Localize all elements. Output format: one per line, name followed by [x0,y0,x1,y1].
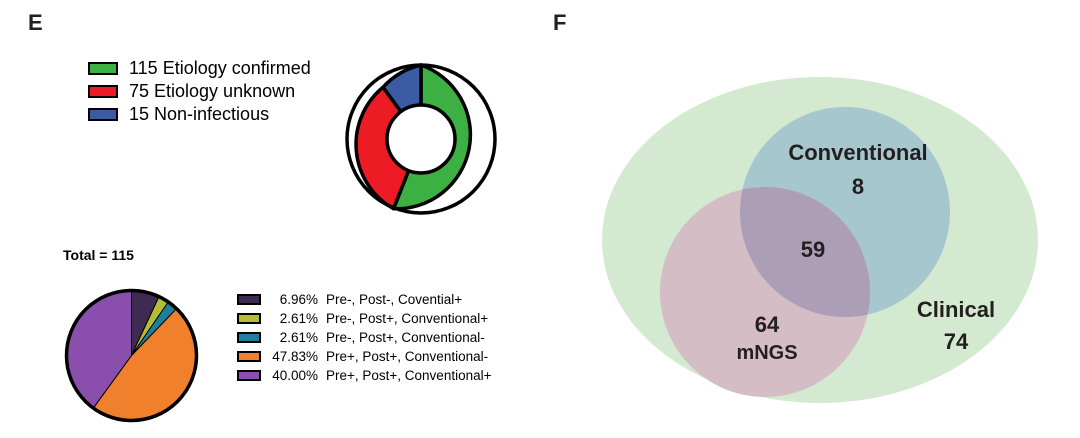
legend-pct-4: 47.83% [272,349,318,364]
venn-label-conventional: Conventional [788,140,927,165]
legend-swatch-pre-pos-post-pos-conv-neg [237,351,261,362]
pie-outline [64,288,199,423]
donut-legend: 115 Etiology confirmed 75 Etiology unkno… [88,57,311,126]
donut-hole [385,103,457,175]
pie-legend: 6.96% Pre-, Post-, Covential+ 2.61% Pre-, … [237,290,491,385]
legend-desc-3: Pre-, Post+, Conventional- [326,330,485,345]
legend-label-etiology-confirmed: 115 Etiology confirmed [129,58,311,78]
legend-swatch-pre-neg-post-pos-conv-pos [237,313,261,324]
panel-label-f: F [553,10,567,35]
legend-pct-5: 40.00% [272,368,318,383]
legend-item: 6.96% Pre-, Post-, Covential+ [237,290,491,309]
legend-pct-1: 6.96% [279,292,318,307]
legend-swatch-pre-neg-post-neg-conv-pos [237,294,261,305]
pie-chart-mngs-breakdown [63,287,200,424]
legend-pct-2: 2.61% [279,311,318,326]
donut-chart-etiology [342,60,500,218]
venn-label-mngs: mNGS [736,342,797,364]
donut-outline [345,63,497,215]
venn-label-clinical: Clinical [917,297,995,322]
legend-label-etiology-unknown: 75 Etiology unknown [129,81,296,101]
legend-pct-3: 2.61% [279,330,318,345]
legend-item: 115 Etiology confirmed [88,57,311,80]
legend-label-non-infectious: 15 Non-infectious [129,104,270,124]
legend-item: 2.61% Pre-, Post+, Conventional- [237,328,491,347]
legend-item: 40.00% Pre+, Post+, Conventional+ [237,366,491,385]
pie-total-label: Total = 115 [63,247,134,263]
panel-label-e: E [28,10,44,35]
legend-swatch-non-infectious [88,108,118,121]
venn-count-conventional: 8 [852,174,864,199]
legend-desc-4: Pre+, Post+, Conventional- [326,349,489,364]
legend-item: 2.61% Pre-, Post+, Conventional+ [237,309,491,328]
venn-diagram: Conventional 8 59 64 mNGS Clinical 74 [570,42,1070,432]
legend-desc-5: Pre+, Post+, Conventional+ [326,368,492,383]
legend-desc-2: Pre-, Post+, Conventional+ [326,311,489,326]
legend-swatch-etiology-unknown [88,85,118,98]
legend-swatch-pre-neg-post-pos-conv-neg [237,332,261,343]
venn-count-overlap: 59 [801,237,825,262]
legend-item: 15 Non-infectious [88,103,311,126]
venn-count-mngs: 64 [755,312,780,337]
legend-swatch-etiology-confirmed [88,62,118,75]
legend-item: 75 Etiology unknown [88,80,311,103]
legend-item: 47.83% Pre+, Post+, Conventional- [237,347,491,366]
legend-swatch-pre-pos-post-pos-conv-pos [237,370,261,381]
venn-count-clinical: 74 [944,329,969,354]
legend-desc-1: Pre-, Post-, Covential+ [326,292,463,307]
